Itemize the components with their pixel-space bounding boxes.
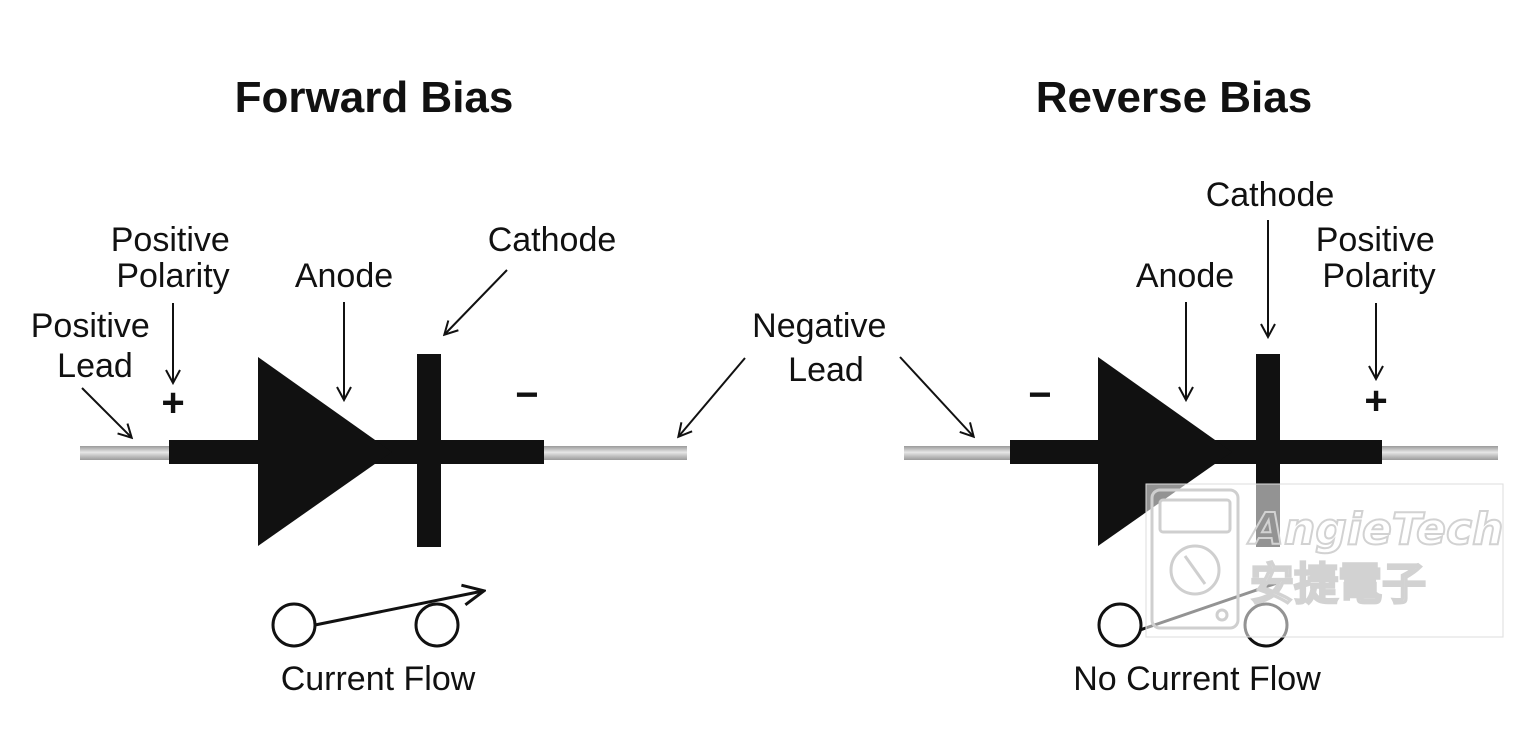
negative-lead-arrow-right [899, 356, 973, 436]
forward-cathode-bar [417, 354, 441, 547]
reverse-minus-sign: − [1028, 373, 1051, 417]
watermark-brand: AngieTech [1247, 504, 1503, 555]
angietech-watermark: AngieTech 安捷電子 [1145, 483, 1504, 638]
forward-plus-sign: + [161, 381, 184, 425]
forward-title: Forward Bias [235, 73, 514, 122]
forward-anode-triangle [258, 357, 392, 546]
forward-cathode-arrow [445, 269, 508, 334]
watermark-overlay [1145, 483, 1504, 638]
forward-cathode-label: Cathode [488, 221, 617, 259]
forward-current-flow-label: Current Flow [281, 660, 476, 698]
forward-positive-polarity-label: Positive Polarity [111, 221, 240, 295]
forward-positive-lead-arrow [81, 387, 131, 437]
reverse-anode-triangle [1098, 357, 1232, 546]
reverse-negative-lead-wire [904, 446, 1014, 460]
reverse-bias-panel: Reverse Bias − Anode Cathode Positive Po… [904, 73, 1498, 698]
forward-positive-lead-wire [80, 446, 172, 460]
forward-flow-terminal-left [271, 602, 317, 648]
watermark-brand-cn: 安捷電子 [1250, 559, 1426, 610]
reverse-flow-terminal-left [1097, 602, 1143, 648]
forward-bias-panel: Forward Bias Positive Lead Positive Pola… [31, 73, 687, 698]
forward-current-flow-arrow [314, 591, 483, 627]
reverse-plus-sign: + [1364, 379, 1387, 423]
forward-positive-lead-label: Positive Lead [31, 307, 160, 385]
reverse-positive-polarity-label: Positive Polarity [1316, 221, 1445, 295]
reverse-title: Reverse Bias [1036, 73, 1312, 122]
reverse-no-current-flow-label: No Current Flow [1073, 660, 1321, 698]
reverse-positive-lead-wire [1380, 446, 1498, 460]
forward-minus-sign: − [515, 373, 538, 417]
forward-flow-terminal-right [414, 602, 460, 648]
forward-current-flow-symbol [271, 591, 483, 648]
negative-lead-arrow-left [679, 357, 746, 436]
reverse-cathode-label: Cathode [1206, 176, 1335, 214]
negative-lead-annotation: Negative Lead [679, 307, 973, 436]
watermark-logo-icon [1150, 488, 1240, 630]
reverse-anode-label: Anode [1136, 257, 1234, 295]
forward-negative-lead-wire [542, 446, 687, 460]
negative-lead-label: Negative Lead [752, 307, 896, 389]
forward-anode-label: Anode [295, 257, 393, 295]
